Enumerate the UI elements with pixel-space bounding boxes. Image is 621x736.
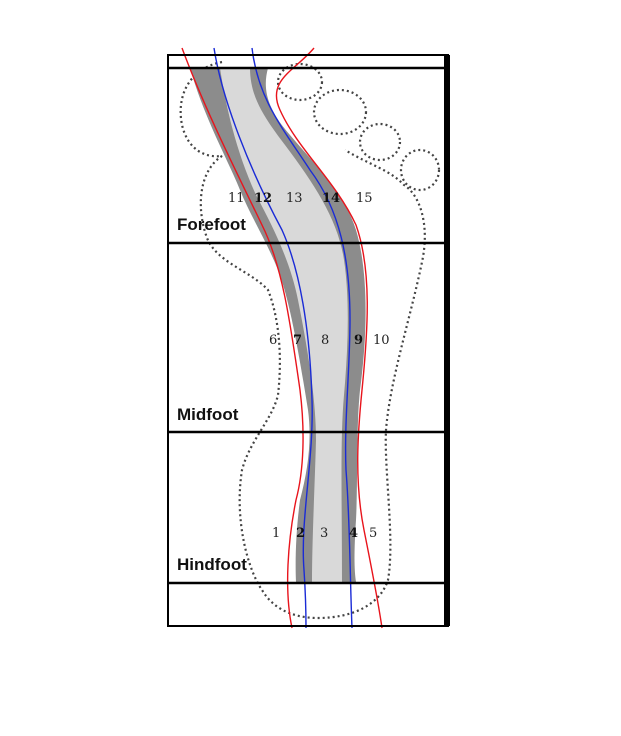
blue-boundary-left [213, 47, 313, 629]
zone-number: 14 [322, 191, 340, 206]
zone-number: 13 [286, 191, 303, 206]
zone-number: 7 [293, 333, 302, 348]
toe-outline [358, 122, 402, 162]
red-boundary-right [275, 47, 383, 629]
zone-number: 12 [254, 191, 272, 206]
zone-number: 3 [320, 526, 328, 541]
forefoot-label: Forefoot [177, 215, 246, 234]
toe-outline [399, 148, 441, 192]
diagram-frame [167, 54, 450, 627]
blue-boundary-right [251, 47, 353, 629]
hindfoot-label: Hindfoot [177, 555, 247, 574]
zone-number: 6 [269, 333, 277, 348]
zone-number: 9 [354, 333, 363, 348]
blue-boundary-lines [213, 47, 353, 629]
zone-number: 8 [321, 333, 329, 348]
zone-number: 4 [349, 526, 358, 541]
zone-number: 1 [272, 526, 280, 541]
toe-outline [276, 62, 324, 102]
foot-sole-outline [179, 60, 426, 620]
red-boundary-lines [181, 47, 383, 629]
zone-number: 2 [296, 526, 305, 541]
toe-outline [312, 88, 368, 136]
zone-number: 5 [369, 526, 377, 541]
red-boundary-left [181, 47, 304, 629]
inner-band [220, 68, 348, 582]
zone-number: 10 [373, 333, 390, 348]
zone-number: 15 [356, 191, 373, 206]
zone-number: 11 [228, 191, 245, 206]
foot-outline [179, 60, 441, 620]
midfoot-label: Midfoot [177, 405, 239, 424]
